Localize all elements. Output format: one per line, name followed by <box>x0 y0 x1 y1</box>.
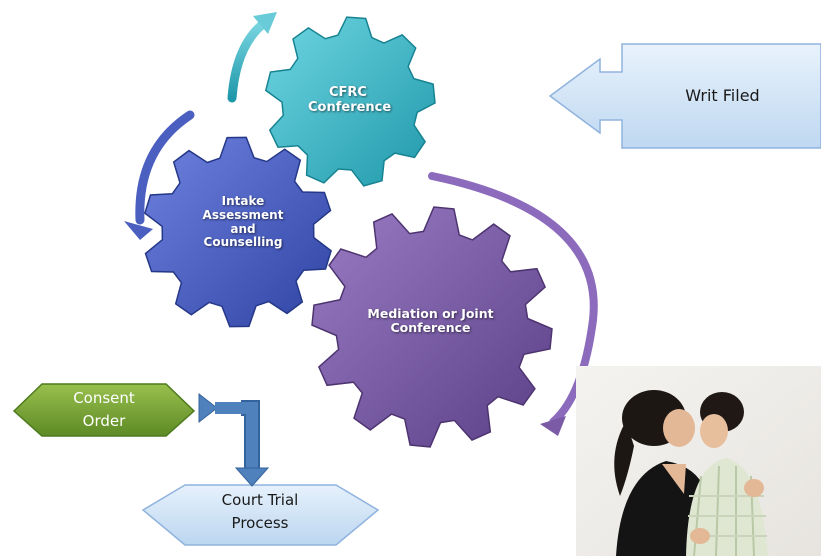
writ-filed-label: Writ Filed <box>630 84 815 108</box>
connector-arrows <box>198 392 270 487</box>
court-trial-label: Court Trial Process <box>180 489 340 534</box>
court-line1: Court Trial <box>221 491 299 509</box>
gear-label-cfrc: CFRC Conference <box>298 85 398 116</box>
mother-and-son-photo <box>576 366 821 556</box>
gear-label-mediation: Mediation or Joint Conference <box>348 306 513 336</box>
cfrc-label-text: CFRC Conference <box>308 85 392 115</box>
gear-intake <box>144 136 332 328</box>
cycle-arrow-teal <box>227 12 277 103</box>
cycle-arrow-blue <box>124 110 195 240</box>
consent-order-label: Consent Order <box>40 387 168 432</box>
court-trial-shape <box>141 484 380 546</box>
writ-filed-callout <box>548 43 821 149</box>
consent-order-shape <box>12 383 196 437</box>
gear-mediation <box>311 206 553 448</box>
consent-line2: Order <box>82 411 126 430</box>
gear-cfrc <box>264 16 436 187</box>
intake-label-text: Intake Assessment and Counselling <box>202 194 284 250</box>
consent-line1: Consent <box>73 389 135 407</box>
court-line2: Process <box>231 513 289 532</box>
writ-filed-text: Writ Filed <box>685 86 760 105</box>
gear-mediation-body <box>311 206 553 448</box>
mediation-label-text: Mediation or Joint Conference <box>367 306 494 336</box>
gear-cfrc-body <box>264 16 436 187</box>
gear-intake-body <box>144 136 332 328</box>
gear-label-intake: Intake Assessment and Counselling <box>188 194 298 250</box>
cycle-arrow-purple <box>428 172 598 436</box>
